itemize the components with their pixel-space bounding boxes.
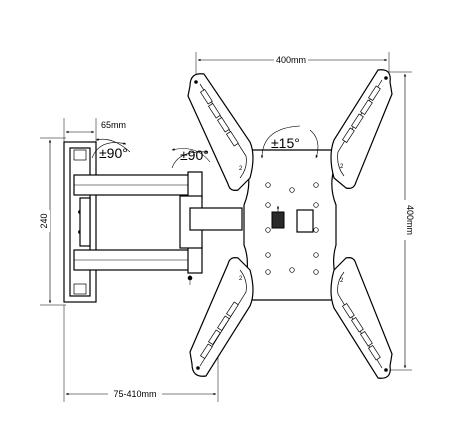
rotation-tilt: ±15° bbox=[260, 125, 319, 159]
slot-number-lower-left: 2 bbox=[239, 276, 243, 282]
bracket-arm-lower-right: 2 bbox=[330, 257, 393, 379]
dimension-label-depth: 65mm bbox=[101, 120, 126, 130]
bracket-arm-lower-left: 2 bbox=[189, 257, 254, 377]
rotation-label-swivel-arm: ±90° bbox=[180, 147, 209, 163]
rotation-label-tilt: ±15° bbox=[271, 135, 300, 151]
rotation-label-swivel-wall: ±90° bbox=[99, 145, 128, 161]
dimension-wall-plate-depth: 65mm bbox=[63, 118, 126, 142]
dimension-label-extension: 75-410mm bbox=[113, 389, 156, 399]
dimension-wall-plate-height: 240 bbox=[38, 137, 66, 306]
rotation-swivel-wall: ±90° bbox=[91, 138, 131, 161]
rotation-swivel-arm: ±90° bbox=[171, 147, 211, 169]
dimension-right-height: 400mm bbox=[388, 71, 415, 371]
dimension-label-width: 400mm bbox=[276, 55, 306, 65]
dimension-top-width: 400mm bbox=[195, 52, 390, 74]
slot-number-lower-right: 2 bbox=[340, 278, 344, 284]
bracket-arm-upper-left: 2 bbox=[187, 73, 254, 191]
dimension-label-height: 400mm bbox=[405, 205, 415, 235]
bracket-arm-upper-right: 2 bbox=[330, 69, 393, 189]
dimension-label-plate-height: 240 bbox=[39, 213, 49, 228]
articulating-arms bbox=[73, 171, 243, 285]
tv-mounting-plate bbox=[236, 149, 348, 301]
slot-number-upper-left: 2 bbox=[239, 166, 243, 172]
slot-number-upper-right: 2 bbox=[340, 164, 344, 170]
